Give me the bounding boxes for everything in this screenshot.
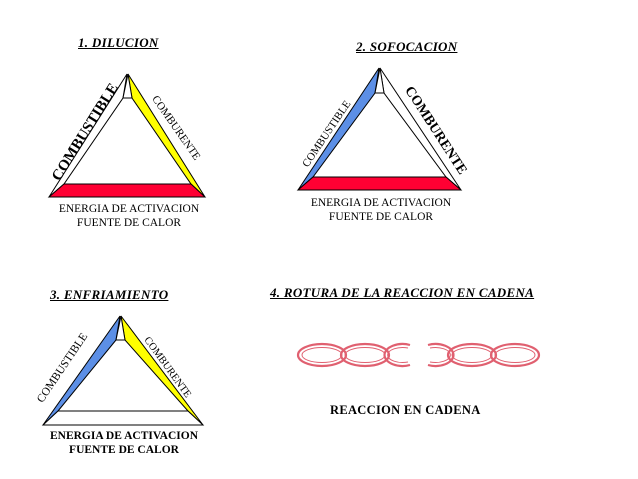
heading-enfriamiento: 3. ENFRIAMIENTO	[50, 287, 169, 302]
triangle-sofocacion	[296, 67, 463, 191]
chain-link	[446, 342, 498, 368]
chain-link	[296, 342, 348, 368]
label-energia-1: ENERGIA DE ACTIVACION	[58, 203, 200, 215]
label-energia-3: ENERGIA DE ACTIVACION	[49, 430, 199, 442]
chain-link	[489, 342, 541, 368]
heading-rotura-reaccion: 4. ROTURA DE LA REACCION EN CADENA	[270, 285, 535, 300]
label-fuente-2: FUENTE DE CALOR	[328, 211, 434, 223]
label-fuente-1: FUENTE DE CALOR	[76, 217, 182, 229]
label-fuente-3: FUENTE DE CALOR	[69, 444, 179, 456]
chain-link-broken-left	[383, 342, 411, 368]
broken-chain	[296, 342, 541, 368]
triangle-enfriamiento	[41, 315, 205, 426]
triangle-sofocacion-left-side	[297, 67, 380, 191]
triangle-dilucion-bottom-side	[47, 183, 207, 198]
chain-link-broken-right	[427, 342, 455, 368]
heading-sofocacion: 2. SOFOCACION	[356, 39, 458, 54]
triangle-sofocacion-right-side	[379, 67, 462, 191]
heading-dilucion: 1. DILUCION	[78, 35, 159, 50]
label-energia-2: ENERGIA DE ACTIVACION	[310, 197, 452, 209]
label-reaccion-en-cadena: REACCION EN CADENA	[330, 403, 481, 417]
triangle-dilucion	[47, 73, 207, 198]
triangle-sofocacion-bottom-side	[296, 176, 463, 191]
triangle-dilucion-right-side	[127, 73, 206, 198]
chain-link	[339, 342, 391, 368]
triangle-enfriamiento-bottom-side	[41, 410, 205, 426]
